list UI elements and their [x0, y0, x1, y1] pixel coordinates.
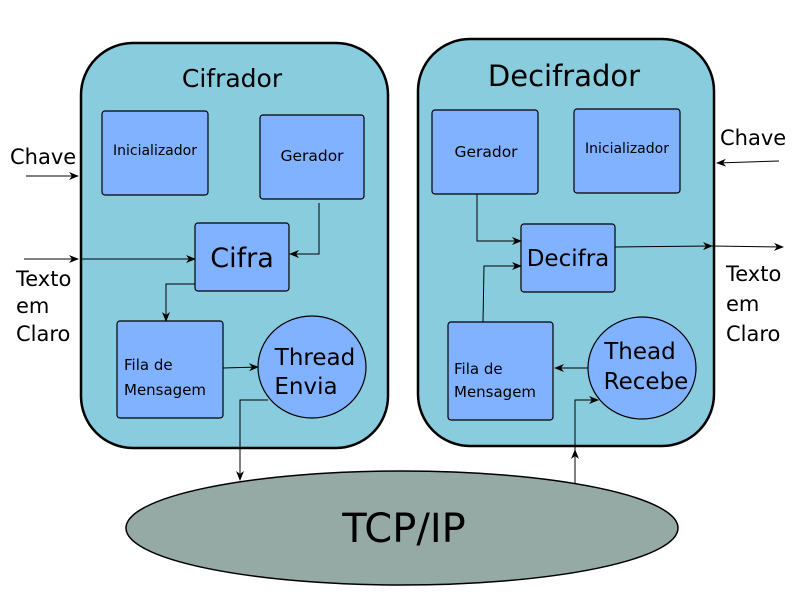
decifrador-module: Decifrador Gerador Inicializador Decifra…	[416, 37, 716, 448]
decifra-block	[520, 223, 616, 293]
cifrador-inicializador-label: Inicializador	[113, 143, 197, 159]
thread-envia-label-line2: Envia	[274, 374, 337, 400]
arrow-texto-out	[711, 242, 784, 251]
decifra-label: Decifra	[527, 246, 610, 272]
cifrador-fila-block	[116, 320, 224, 419]
decifrador-gerador-label: Gerador	[454, 143, 518, 161]
arrow-cifra-to-fila	[162, 283, 195, 322]
thread-envia-label-line1: Thread	[274, 345, 355, 371]
thread-recebe-label-line2: Recebe	[604, 369, 689, 395]
cifra-label: Cifra	[210, 243, 274, 274]
thread-recebe-label-line1: Thead	[603, 339, 675, 365]
arrow-fila-to-decifra	[482, 262, 522, 323]
arrow-gerador-to-cifra	[289, 203, 320, 258]
decifrador-fila-block	[447, 321, 554, 421]
right-chave-label: Chave	[720, 126, 786, 150]
decifrador-inicializador-label: Inicializador	[585, 141, 669, 157]
cifrador-fila-label-line2: Mensagem	[124, 381, 206, 399]
decifrador-inicializador-block	[573, 108, 681, 194]
arrow-thread-envia-to-tcp	[236, 399, 268, 481]
connectors	[24, 158, 784, 484]
cifrador-gerador-label: Gerador	[280, 147, 344, 165]
cifrador-title: Cifrador	[182, 64, 283, 93]
right-texto-label-line1: Texto	[725, 262, 781, 286]
arrow-decifra-out	[614, 242, 713, 251]
left-texto-label-line3: Claro	[16, 322, 70, 346]
arrow-gerador-to-decifra	[476, 194, 522, 245]
left-texto-label-line1: Texto	[15, 267, 71, 291]
cifrador-inicializador-block	[101, 110, 209, 196]
left-chave-label: Chave	[10, 145, 76, 169]
tcpip-label: TCP/IP	[341, 506, 466, 552]
arrow-fila-to-thread-envia	[222, 363, 259, 372]
tcpip-network	[125, 470, 679, 586]
decifrador-fila-label-line2: Mensagem	[454, 383, 536, 401]
cifrador-fila-label-line1: Fila de	[124, 356, 173, 374]
thread-recebe-circle	[587, 316, 697, 420]
right-texto-label-line3: Claro	[726, 322, 780, 346]
arrow-chave-in-right	[716, 158, 780, 167]
decifrador-gerador-block	[431, 109, 539, 195]
decifrador-fila-label-line1: Fila de	[454, 360, 503, 378]
decifrador-title: Decifrador	[488, 59, 640, 93]
cifrador-module: Cifrador Inicializador Gerador Cifra Fil…	[79, 41, 390, 450]
left-texto-label-line2: em	[16, 294, 49, 318]
cifrador-gerador-block	[259, 114, 365, 200]
right-texto-label-line2: em	[726, 292, 759, 316]
